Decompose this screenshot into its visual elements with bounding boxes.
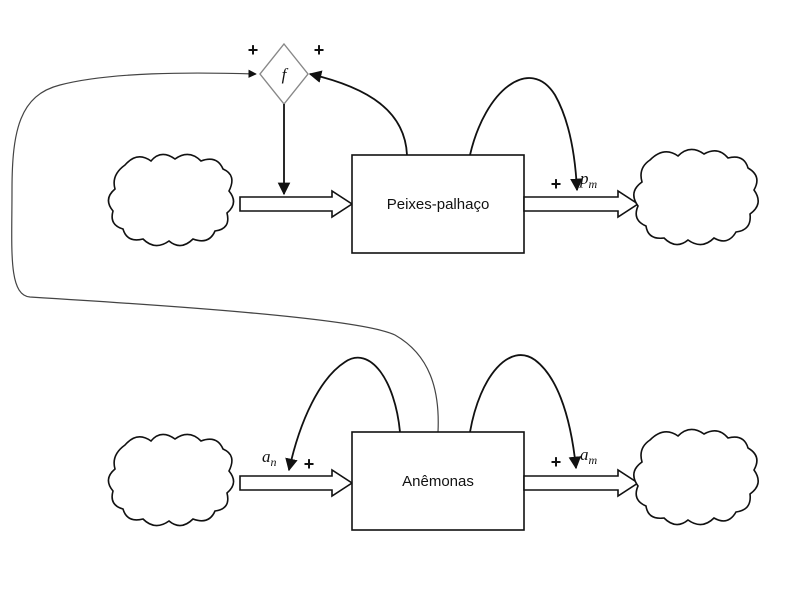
flow-label-pm-main: p: [579, 169, 589, 188]
inflow-arrow-clownfish: [239, 189, 354, 219]
inflow-arrow-anemones: [239, 468, 354, 498]
sign-anemone-outflow: +: [551, 452, 562, 472]
stock-label-clownfish: Peixes-palhaço: [387, 196, 490, 213]
link-anemones-to-outflow: [469, 354, 582, 470]
link-anemones-to-converter: [11, 69, 439, 433]
flow-label-clownfish-outflow: pm: [579, 169, 598, 191]
source-cloud-top: [107, 153, 235, 247]
link-anemones-to-inflow: [285, 356, 401, 472]
link-clownfish-to-converter: [308, 70, 408, 156]
flow-label-anemone-inflow: an: [262, 447, 277, 469]
outflow-arrow-clownfish: [523, 189, 640, 219]
link-clownfish-to-outflow: [469, 77, 583, 192]
converter-label: f: [282, 65, 289, 84]
flow-label-anemone-outflow: am: [580, 445, 598, 467]
source-cloud-bottom: [107, 433, 235, 527]
flow-label-am-main: a: [580, 445, 589, 464]
sink-cloud-bottom: [633, 428, 759, 526]
flow-label-pm-sub: m: [589, 177, 598, 191]
outflow-arrow-anemones: [523, 468, 640, 498]
sink-cloud-top: [633, 148, 759, 246]
flow-label-an-sub: n: [271, 455, 277, 469]
sign-converter-left: +: [248, 40, 259, 60]
flow-label-an-main: a: [262, 447, 271, 466]
flow-label-am-sub: m: [589, 453, 598, 467]
sign-anemone-inflow: +: [304, 454, 315, 474]
sign-clownfish-outflow: +: [551, 174, 562, 194]
stock-label-anemones: Anêmonas: [402, 473, 474, 490]
stock-box-clownfish: [351, 154, 525, 254]
sign-converter-right: +: [314, 40, 325, 60]
